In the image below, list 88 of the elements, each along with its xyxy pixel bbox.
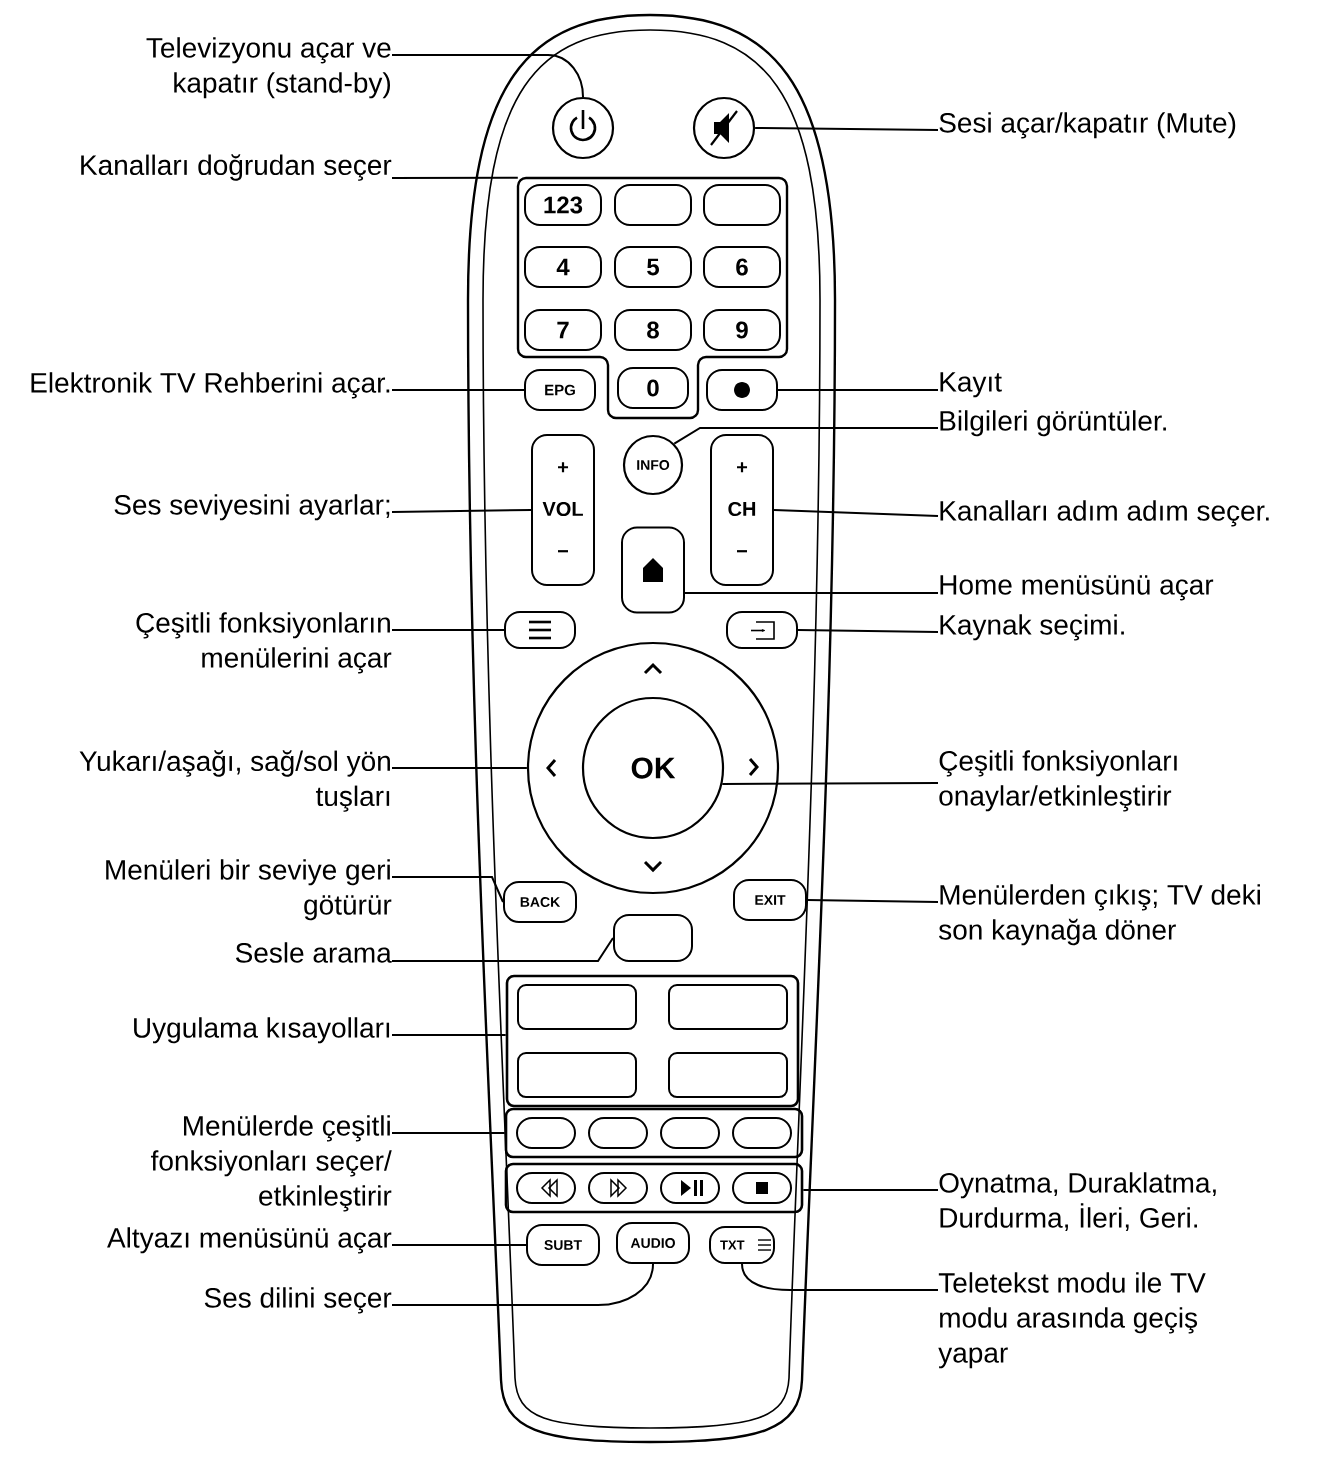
callout-text: Menülerde çeşitli fonksiyonları seçer/ etkinleştirir bbox=[151, 1115, 392, 1212]
info-button: INFO bbox=[622, 434, 684, 496]
callout-text: Altyazı menüsünü açar bbox=[107, 1227, 392, 1254]
leader-line bbox=[391, 509, 532, 513]
callout-text: Bilgileri görüntüler. bbox=[940, 410, 1166, 437]
callout-text: Kaynak seçimi. bbox=[940, 614, 1124, 641]
callout-text: Sesi açar/kapatır (Mute) bbox=[939, 112, 1236, 139]
callout-text: Çeşitli fonksiyonların menülerini açar bbox=[136, 612, 392, 674]
callout-text: Elektronik TV Rehberini açar. bbox=[31, 372, 390, 399]
color-button-panel bbox=[504, 1107, 804, 1159]
play-pause-button bbox=[660, 1172, 720, 1204]
app-shortcut-button bbox=[517, 1052, 637, 1098]
number-button: 8 bbox=[614, 309, 692, 351]
leader-line bbox=[773, 509, 939, 517]
callout-text: Home menüsünü açar bbox=[940, 575, 1214, 601]
callout-text: Ses dilini seçer bbox=[204, 1287, 392, 1314]
callout-text: Çeşitli fonksiyonları onaylar/etkinleştirir bbox=[939, 750, 1177, 812]
callout-text: Uygulama kısayolları bbox=[134, 1017, 390, 1044]
callout-text: Menüleri bir seviye geri götürür bbox=[106, 859, 392, 921]
leader-line bbox=[391, 389, 525, 391]
source-button bbox=[726, 611, 798, 649]
callout-text: Kayıt bbox=[940, 372, 1002, 398]
number-button: 0 bbox=[617, 367, 689, 409]
leader-line bbox=[797, 629, 939, 633]
media-button-panel bbox=[504, 1162, 804, 1214]
voice-button bbox=[613, 914, 693, 962]
exit-button: EXIT bbox=[733, 879, 807, 921]
number-button: 5 bbox=[614, 246, 692, 288]
color-button bbox=[516, 1117, 576, 1149]
callout-text: Ses seviyesini ayarlar; bbox=[114, 494, 390, 521]
leader-line bbox=[721, 782, 939, 785]
number-button: 123 bbox=[524, 184, 602, 226]
callout-text: Kanalları doğrudan seçer bbox=[81, 154, 392, 181]
menu-button bbox=[504, 611, 576, 649]
leader-line bbox=[391, 629, 505, 631]
ok-button: OK bbox=[581, 696, 725, 840]
fast-forward-button bbox=[588, 1172, 648, 1204]
leader-line bbox=[391, 176, 519, 179]
blank-button bbox=[703, 184, 781, 226]
callout-text: Televizyonu açar ve kapatır (stand-by) bbox=[146, 37, 391, 99]
stop-button bbox=[732, 1172, 792, 1204]
leader-line bbox=[391, 767, 528, 769]
leader-line bbox=[754, 127, 939, 131]
navigation-ring bbox=[526, 641, 780, 895]
callout-text: Yukarı/aşağı, sağ/sol yön tuşları bbox=[79, 750, 390, 812]
volume-rocker: + VOL − bbox=[531, 434, 595, 586]
number-button: 6 bbox=[703, 246, 781, 288]
epg-button: EPG bbox=[524, 369, 596, 411]
callout-text: Kanalları adım adım seçer. bbox=[940, 500, 1269, 527]
callout-text: Teletekst modu ile TV modu arasında geçiş yapar bbox=[938, 1272, 1206, 1369]
leader-line bbox=[391, 54, 584, 98]
color-button bbox=[660, 1117, 720, 1149]
number-button: 4 bbox=[524, 246, 602, 288]
leader-line bbox=[741, 1263, 939, 1291]
number-button: 9 bbox=[703, 309, 781, 351]
app-shortcut-button bbox=[668, 984, 788, 1030]
leader-line bbox=[391, 937, 614, 962]
audio-button: AUDIO bbox=[616, 1222, 690, 1264]
leader-line bbox=[806, 899, 939, 903]
leader-line bbox=[673, 427, 939, 445]
leader-line bbox=[391, 1034, 507, 1036]
number-button: 7 bbox=[524, 309, 602, 351]
app-shortcut-button bbox=[517, 984, 637, 1030]
callout-text: Sesle arama bbox=[235, 942, 392, 963]
teletext-button: TXT bbox=[709, 1226, 775, 1264]
app-shortcut-panel bbox=[505, 974, 800, 1108]
callout-text: Oynatma, Duraklatma, Durdurma, İleri, Geri. bbox=[939, 1172, 1216, 1232]
app-shortcut-button bbox=[668, 1052, 788, 1098]
leader-line bbox=[391, 1244, 527, 1246]
leader-line bbox=[391, 1132, 506, 1134]
rewind-button bbox=[516, 1172, 576, 1204]
channel-rocker: + CH − bbox=[710, 434, 774, 586]
number-pad-frame bbox=[516, 176, 789, 420]
leader-line bbox=[391, 876, 504, 903]
color-button bbox=[732, 1117, 792, 1149]
color-button bbox=[588, 1117, 648, 1149]
subtitle-button: SUBT bbox=[526, 1224, 600, 1266]
power-button bbox=[551, 96, 615, 160]
leader-line bbox=[777, 389, 939, 391]
mute-button bbox=[692, 96, 756, 160]
home-button bbox=[621, 526, 685, 614]
record-button bbox=[706, 369, 778, 411]
leader-line bbox=[802, 1189, 939, 1191]
leader-line bbox=[391, 1263, 654, 1306]
back-button: BACK bbox=[503, 881, 577, 923]
blank-button bbox=[614, 184, 692, 226]
leader-line bbox=[684, 592, 939, 594]
callout-text: Menülerden çıkış; TV deki son kaynağa döner bbox=[939, 884, 1260, 946]
